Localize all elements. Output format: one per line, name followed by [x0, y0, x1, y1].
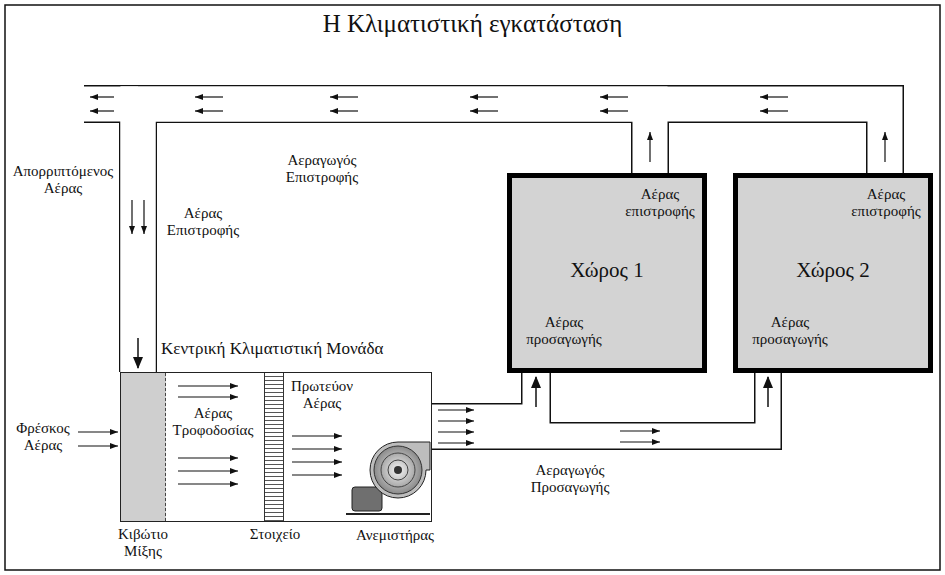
- text-slot: Χώρος 1: [512, 258, 702, 282]
- flow-arrow: [438, 442, 474, 443]
- flow-arrow: [178, 483, 238, 484]
- text-slot: Κεντρική Κλιματιστική Μονάδα: [161, 339, 441, 359]
- diagram-title: Η Κλιματιστική εγκατάσταση: [0, 10, 945, 39]
- flow-arrow: [620, 441, 660, 442]
- text-slot: Αέρας επιστροφής: [622, 186, 698, 221]
- duct-label: Αεραγωγός Επιστροφής: [262, 152, 382, 187]
- text-slot: Αέρας Τροφοδοσίας: [168, 405, 258, 440]
- text-slot: Κιβώτιο Μίξης: [103, 526, 183, 561]
- text-slot: Απορριπτόμενος Αέρας: [8, 163, 118, 198]
- primary-air-label: Πρωτεύον Αέρας: [286, 378, 358, 413]
- flow-arrow: [600, 96, 628, 97]
- duct-wall: [432, 373, 768, 436]
- fan-housing: [370, 442, 430, 498]
- flow-arrowhead: [137, 338, 139, 368]
- fan-motor: [352, 487, 382, 511]
- unit-heading: Κεντρική Κλιματιστική Μονάδα: [161, 339, 441, 359]
- supply-air-note: Αέρας προσαγωγής: [744, 314, 836, 349]
- fan-ring: [388, 460, 408, 480]
- flow-arrow: [649, 132, 650, 162]
- feed-air-label: Αέρας Τροφοδοσίας: [168, 405, 258, 440]
- flow-arrow: [292, 461, 342, 462]
- room-box: Αέρας επιστροφήςΧώρος 1 Αέρας προσαγωγής: [507, 173, 707, 373]
- flow-arrow: [178, 385, 238, 386]
- flow-arrow: [292, 474, 342, 475]
- flow-arrow: [178, 470, 238, 471]
- text-slot: Χώρος 2: [738, 258, 928, 282]
- air-duct: [432, 373, 536, 418]
- text-slot: Ανεμιστήρας: [345, 527, 445, 544]
- room-box: Αέρας επιστροφήςΧώρος 2 Αέρας προσαγωγής: [733, 173, 933, 373]
- flow-arrow: [438, 409, 474, 410]
- text-slot: Αέρας επιστροφής: [848, 186, 924, 221]
- duct-label: Αεραγωγός Προσαγωγής: [500, 462, 640, 497]
- fan-ring: [381, 453, 415, 487]
- return-air-note: Αέρας επιστροφής: [622, 186, 698, 221]
- text-slot: Αέρας Επιστροφής: [163, 205, 243, 240]
- fresh-air-label: Φρέσκος Αέρας: [10, 420, 76, 455]
- text-slot: Αέρας προσαγωγής: [744, 314, 836, 349]
- fan-label: Ανεμιστήρας: [345, 527, 445, 544]
- flow-arrow: [143, 200, 144, 234]
- air-handling-unit: Κεντρική Κλιματιστική ΜονάδαΚιβώτιο Μίξη…: [120, 372, 432, 522]
- flow-arrow: [292, 448, 342, 449]
- flow-arrow: [760, 96, 788, 97]
- duct-wall: [432, 373, 536, 418]
- text-slot: Αέρας προσαγωγής: [518, 314, 610, 349]
- duct-interior: [432, 373, 768, 436]
- outer-frame: [5, 5, 940, 570]
- text-slot: Η Κλιματιστική εγκατάσταση: [0, 10, 945, 39]
- flow-arrow: [78, 431, 118, 432]
- flow-arrow: [438, 420, 474, 421]
- return-air-note: Αέρας επιστροφής: [848, 186, 924, 221]
- text-slot: Αεραγωγός Προσαγωγής: [500, 462, 640, 497]
- flow-arrow: [600, 110, 628, 111]
- flow-arrowhead: [535, 377, 537, 407]
- fan-base: [346, 513, 430, 515]
- flow-arrow: [760, 110, 788, 111]
- flow-arrow: [131, 200, 132, 234]
- flow-arrow: [330, 110, 358, 111]
- part-name: Στοιχείο: [235, 526, 315, 543]
- room-name: Χώρος 2: [738, 258, 928, 282]
- fan-hub: [394, 466, 402, 474]
- text-slot: Αεραγωγός Επιστροφής: [262, 152, 382, 187]
- flow-arrow: [195, 110, 223, 111]
- flow-arrow: [620, 430, 660, 431]
- exhaust-air-label: Απορριπτόμενος Αέρας: [8, 163, 118, 198]
- fan-wheel: [374, 446, 422, 494]
- coil-element: Στοιχείο: [264, 373, 284, 521]
- flow-arrow: [330, 96, 358, 97]
- air-duct: [432, 373, 768, 436]
- flow-arrow: [438, 431, 474, 432]
- flow-arrow: [90, 96, 114, 97]
- flow-arrow: [884, 132, 885, 162]
- flow-arrow: [292, 435, 342, 436]
- return-air-label: Αέρας Επιστροφής: [163, 205, 243, 240]
- flow-arrow: [178, 396, 238, 397]
- text-slot: Φρέσκος Αέρας: [10, 420, 76, 455]
- flow-arrowhead: [137, 338, 139, 368]
- flow-arrow: [470, 96, 498, 97]
- flow-arrowhead: [767, 377, 769, 407]
- room-name: Χώρος 1: [512, 258, 702, 282]
- mixing-box: Κιβώτιο Μίξης: [121, 373, 166, 521]
- part-name: Κιβώτιο Μίξης: [103, 526, 183, 561]
- flow-arrow: [470, 110, 498, 111]
- duct-interior: [432, 373, 536, 418]
- fan-drawing: [346, 442, 430, 514]
- flow-arrow: [195, 96, 223, 97]
- text-slot: Πρωτεύον Αέρας: [286, 378, 358, 413]
- supply-air-note: Αέρας προσαγωγής: [518, 314, 610, 349]
- flow-arrow: [178, 457, 238, 458]
- text-slot: Στοιχείο: [235, 526, 315, 543]
- flow-arrow: [78, 445, 118, 446]
- flow-arrow: [90, 110, 114, 111]
